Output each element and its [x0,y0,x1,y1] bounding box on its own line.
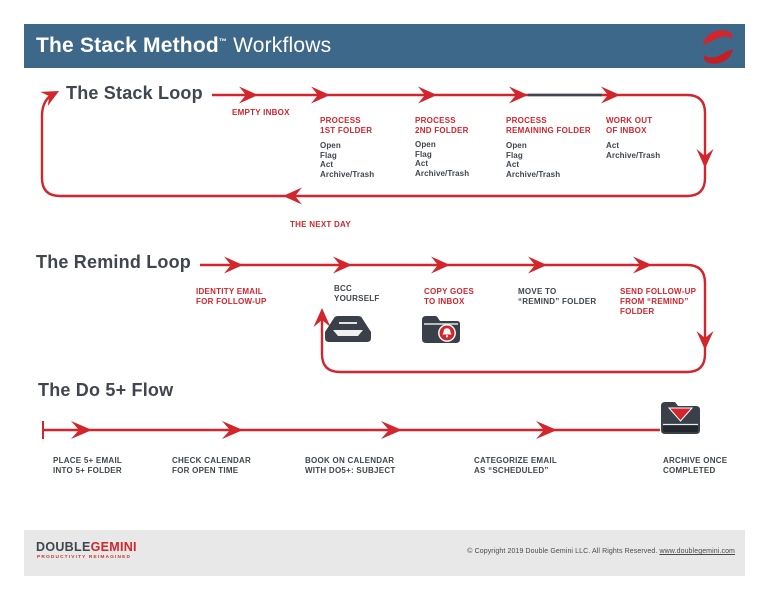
stack-step-empty-inbox: EMPTY INBOX [232,108,290,117]
stack-step-work-out-of-inbox: WORK OUT OF INBOX [606,116,653,135]
page-title-light: Workflows [233,34,332,57]
do5-step-book-on-calendar: BOOK ON CALENDAR WITH DO5+: SUBJECT [305,456,396,475]
remind-step-bcc-yourself: BCC YOURSELF [334,284,380,303]
footer-bar: DOUBLEGEMINI PRODUCTIVITY REIMAGINED © C… [24,530,745,576]
stack-step-work-out-of-inbox-actions: Act Archive/Trash [606,141,661,160]
do5-step-archive-once-completed: ARCHIVE ONCE COMPLETED [663,456,728,475]
arrowheads [40,86,714,439]
remind-step-send-follow-up: SEND FOLLOW-UP FROM “REMIND” FOLDER [620,287,697,316]
do5-step-place-5plus-email: PLACE 5+ EMAIL INTO 5+ FOLDER [53,456,123,475]
do5-step-categorize-email: CATEGORIZE EMAIL AS “SCHEDULED” [474,456,557,475]
stack-loop-path [40,91,707,198]
remind-loop-title: The Remind Loop [36,252,191,272]
double-gemini-logo: DOUBLEGEMINI [36,540,137,554]
trademark-symbol: ™ [218,37,228,46]
copyright-text: © Copyright 2019 Double Gemini LLC. All … [467,548,735,555]
page-title: The Stack Method™ Workflows [36,34,331,58]
logo-text-gemini: GEMINI [90,540,137,554]
stack-step-process-1st-folder-actions: Open Flag Act Archive/Trash [320,141,375,179]
stack-step-process-1st-folder: PROCESS 1ST FOLDER [320,116,373,135]
logo-text-double: DOUBLE [36,540,91,554]
do5-step-check-calendar: CHECK CALENDAR FOR OPEN TIME [172,456,252,475]
logo-tagline: PRODUCTIVITY REIMAGINED [37,555,132,560]
remind-folder-bell-icon [422,316,460,343]
stack-step-process-2nd-folder: PROCESS 2ND FOLDER [415,116,469,135]
page-title-bold: The Stack Method [36,34,219,57]
remind-step-identity-email: IDENTITY EMAIL FOR FOLLOW-UP [196,287,267,306]
bcc-tray-icon [325,316,371,342]
archive-folder-icon [661,402,700,434]
remind-step-move-to-remind-folder: MOVE TO “REMIND” FOLDER [518,287,597,306]
website-link[interactable]: www.doublegemini.com [659,548,735,555]
stack-step-process-2nd-folder-actions: Open Flag Act Archive/Trash [415,140,470,178]
copyright-notice: © Copyright 2019 Double Gemini LLC. All … [467,548,658,555]
remind-step-copy-goes-to-inbox: COPY GOES TO INBOX [424,287,475,306]
stack-loop-title: The Stack Loop [66,83,203,103]
remind-loop-path [200,263,707,374]
stack-step-process-remaining-folder-actions: Open Flag Act Archive/Trash [506,141,561,179]
double-gemini-swoosh-icon [703,30,733,64]
do5-flow-title: The Do 5+ Flow [38,380,174,400]
stack-step-process-remaining-folder: PROCESS REMAINING FOLDER [506,116,591,135]
stack-loop-next-day-label: THE NEXT DAY [290,220,351,229]
header-bar: The Stack Method™ Workflows [24,24,745,68]
